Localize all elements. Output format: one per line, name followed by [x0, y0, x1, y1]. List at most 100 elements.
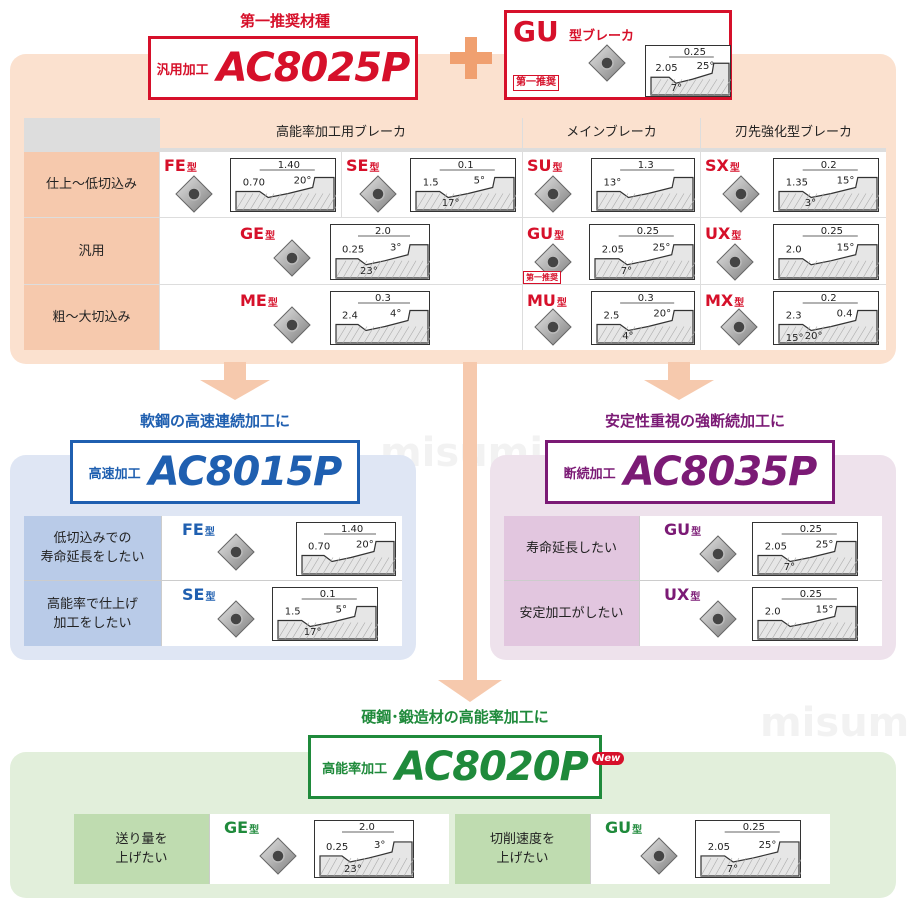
svg-text:2.0: 2.0 [765, 606, 781, 617]
svg-text:1.40: 1.40 [278, 160, 300, 171]
recommend-tag: 第一推奨 [523, 271, 561, 284]
svg-text:0.25: 0.25 [326, 842, 348, 853]
svg-text:17°: 17° [442, 198, 460, 209]
svg-text:23°: 23° [360, 266, 378, 277]
svg-text:3°: 3° [374, 840, 385, 851]
svg-text:1.40: 1.40 [341, 524, 363, 535]
svg-text:0.2: 0.2 [821, 160, 837, 171]
profile-ge-diagram: 2.0 0.25 3° 23° [314, 820, 414, 878]
svg-text:1.5: 1.5 [423, 177, 439, 188]
insert-fe-icon [174, 174, 214, 214]
svg-text:0.70: 0.70 [243, 177, 265, 188]
svg-text:20°: 20° [805, 331, 823, 342]
breaker-gu-label: GU型 [664, 520, 702, 539]
svg-text:23°: 23° [344, 864, 362, 875]
svg-text:0.25: 0.25 [637, 226, 659, 237]
breaker-fe-label: FE型 [182, 520, 215, 539]
svg-text:2.0: 2.0 [359, 822, 375, 833]
col-head-main: メインブレーカ [523, 118, 700, 148]
insert-gu-icon [587, 43, 627, 83]
profile-mu-diagram: 0.3 2.5 20° 4° [591, 291, 695, 345]
svg-text:7°: 7° [671, 83, 682, 94]
svg-text:2.05: 2.05 [765, 541, 787, 552]
svg-text:5°: 5° [336, 604, 347, 615]
svg-text:7°: 7° [784, 562, 795, 573]
svg-text:0.25: 0.25 [821, 226, 843, 237]
insert-ge-icon [258, 836, 298, 876]
svg-text:20°: 20° [653, 308, 671, 319]
svg-text:0.1: 0.1 [320, 589, 336, 600]
svg-text:20°: 20° [294, 175, 312, 186]
breaker-se-label: SE型 [346, 156, 380, 175]
profile-fe-diagram: 1.40 0.70 20° [230, 158, 336, 212]
profile-su-diagram: 1.313° [591, 158, 695, 212]
breaker-se-label: SE型 [182, 585, 216, 604]
svg-text:1.5: 1.5 [285, 606, 301, 617]
svg-text:3°: 3° [805, 198, 816, 209]
svg-text:2.05: 2.05 [602, 245, 624, 256]
interrupt-row-2-label: 安定加工がしたい [504, 581, 639, 646]
profile-gu-diagram: 0.25 2.05 25° 7° [695, 820, 801, 878]
hard-heading: 硬鋼･鍛造材の高能率加工に [361, 708, 549, 726]
breaker-sx-label: SX型 [705, 156, 740, 175]
watermark: misumi [760, 700, 908, 746]
insert-ux-icon [715, 242, 755, 282]
svg-text:1.35: 1.35 [786, 177, 808, 188]
svg-text:2.5: 2.5 [603, 310, 619, 321]
svg-text:2.0: 2.0 [375, 226, 391, 237]
breaker-ge-label: GE型 [240, 224, 276, 243]
insert-gu-icon [698, 534, 738, 574]
col-head-high-efficiency: 高能率加工用ブレーカ [160, 118, 522, 148]
svg-text:7°: 7° [727, 864, 738, 875]
svg-text:0.1: 0.1 [458, 160, 474, 171]
svg-text:7°: 7° [621, 266, 632, 277]
insert-fe-icon [216, 532, 256, 572]
insert-se-icon [358, 174, 398, 214]
grade-box-hard: 高能率加工 AC8020P [308, 735, 602, 799]
insert-mu-icon [533, 307, 573, 347]
row-label-general: 汎用 [24, 218, 159, 284]
svg-text:2.0: 2.0 [786, 245, 802, 256]
soft-cell-se: SE型 0.1 1.5 5° 17° [162, 581, 402, 646]
grade-code: AC8025P [216, 45, 411, 91]
svg-text:2.05: 2.05 [708, 842, 730, 853]
svg-text:4°: 4° [622, 331, 633, 342]
svg-text:17°: 17° [304, 627, 322, 638]
svg-text:0.25: 0.25 [743, 822, 765, 833]
svg-text:0.3: 0.3 [638, 293, 654, 304]
svg-text:0.25: 0.25 [342, 245, 364, 256]
insert-gu-icon [639, 836, 679, 876]
breaker-ux-label: UX型 [664, 585, 701, 604]
col-head-reinforced: 刃先強化型ブレーカ [701, 118, 886, 148]
hard-cell-gu: GU型 0.25 2.05 25° 7° [591, 814, 830, 884]
svg-text:1.3: 1.3 [638, 160, 654, 171]
svg-text:0.25: 0.25 [684, 47, 706, 58]
svg-text:3°: 3° [390, 243, 401, 254]
new-badge: New [592, 752, 625, 765]
soft-row-2-label: 高能率で仕上げ 加工をしたい [24, 581, 161, 646]
svg-text:20°: 20° [356, 539, 374, 550]
svg-text:0.4: 0.4 [837, 308, 853, 319]
breaker-me-label: ME型 [240, 291, 278, 310]
svg-text:4°: 4° [390, 308, 401, 319]
insert-su-icon [533, 174, 573, 214]
grade-box-interrupt: 断続加工 AC8035P [545, 440, 835, 504]
svg-text:2.05: 2.05 [655, 63, 677, 74]
svg-text:25°: 25° [816, 539, 834, 550]
svg-text:25°: 25° [697, 61, 715, 72]
svg-text:25°: 25° [759, 840, 777, 851]
row-label-roughing: 粗～大切込み [24, 285, 159, 350]
breaker-gu-label: GU型 [605, 818, 643, 837]
